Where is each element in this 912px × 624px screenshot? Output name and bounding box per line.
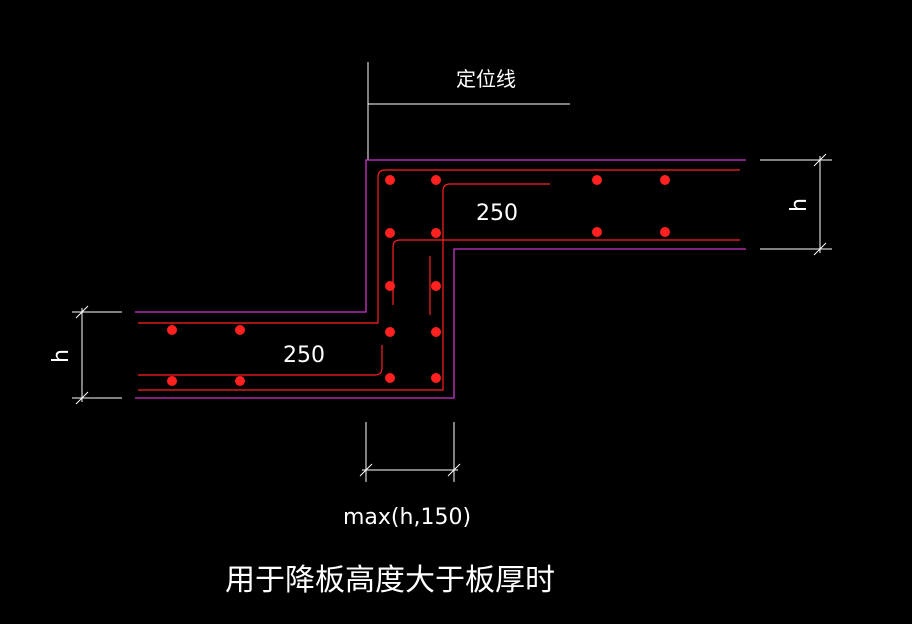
rebar-dot [167,325,177,335]
rebar-dot [431,327,441,337]
rebar-dot [660,227,670,237]
lower-anchorage-label: 250 [283,343,325,368]
upper-anchorage-label: 250 [476,201,518,226]
rebar-dot [385,281,395,291]
rebar-dot [167,376,177,386]
right-thickness-dimension [760,153,832,256]
rebar-dot [385,327,395,337]
caption: 用于降板高度大于板厚时 [225,563,555,598]
left-thickness-dimension [72,305,122,405]
rebar-lines [138,169,740,391]
rebar-dot [660,175,670,185]
rebar-dot [431,175,441,185]
slab-outline [135,159,746,399]
positioning-line [367,62,570,160]
rebar-dot [431,281,441,291]
rebar-dot [385,228,395,238]
rebar-dot [385,373,395,383]
width-dimension [359,422,461,482]
positioning-line-label: 定位线 [456,67,516,91]
rebar-dot [385,175,395,185]
rebar-dot [235,376,245,386]
rebar-dot [235,325,245,335]
rebar-dot [431,373,441,383]
width-dimension-label: max(h,150) [343,505,471,530]
left-thickness-label: h [49,349,74,363]
right-thickness-label: h [787,198,812,212]
rebar-dot [592,227,602,237]
rebar-dots [167,175,670,386]
rebar-dot [592,175,602,185]
rebar-dot [431,228,441,238]
